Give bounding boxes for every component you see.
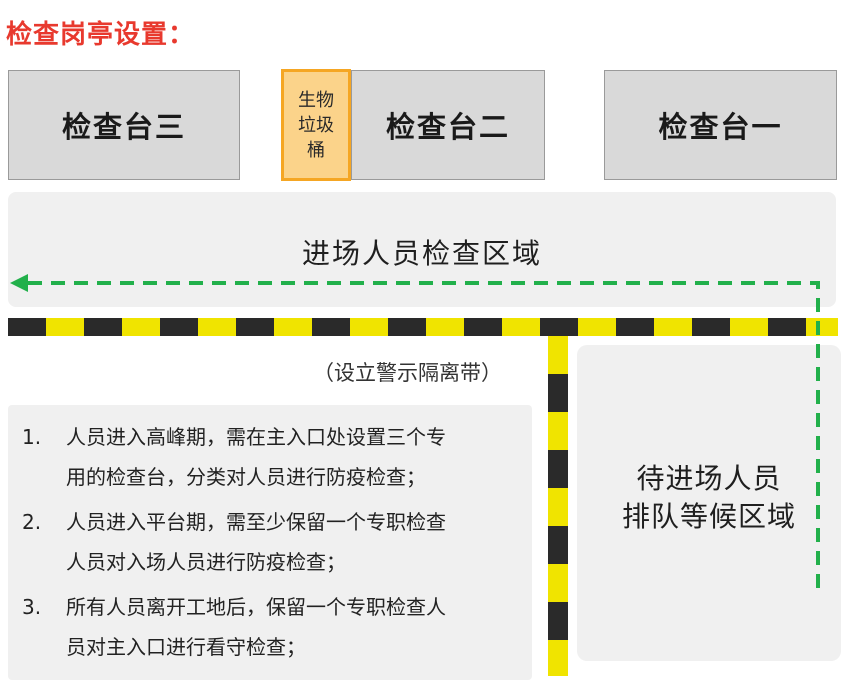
biohazard-bin-label-line3: 桶 — [307, 139, 325, 161]
biohazard-bin: 生物 垃圾 桶 — [281, 69, 351, 181]
note-number: 3. — [22, 595, 42, 619]
notes-panel: 1. 人员进入高峰期，需在主入口处设置三个专 用的检查台，分类对人员进行防疫检查… — [8, 405, 532, 680]
biohazard-bin-label-line2: 垃圾 — [298, 114, 334, 136]
inspection-desk-one-label: 检查台一 — [658, 110, 783, 144]
warning-tape-note: （设立警示隔离带） — [313, 361, 502, 385]
inspection-desk-three-label: 检查台三 — [61, 110, 186, 144]
entry-inspection-zone-label: 进场人员检查区域 — [301, 237, 542, 270]
waiting-zone-label-line2: 排队等候区域 — [621, 500, 796, 533]
flow-arrow-head-icon — [10, 274, 28, 292]
note-line: 人员对入场人员进行防疫检查； — [66, 550, 346, 574]
waiting-zone-label-line1: 待进场人员 — [636, 462, 782, 495]
waiting-queue-zone-label: 待进场人员 排队等候区域 — [577, 460, 841, 536]
inspection-desk-one: 检查台一 — [604, 70, 837, 180]
note-text: 人员进入高峰期，需在主入口处设置三个专 用的检查台，分类对人员进行防疫检查； — [66, 417, 522, 497]
note-line: 人员进入高峰期，需在主入口处设置三个专 — [66, 425, 446, 449]
note-number: 1. — [22, 425, 42, 449]
flow-arrow-path — [26, 281, 820, 588]
waiting-queue-zone: 待进场人员 排队等候区域 — [577, 345, 841, 661]
inspection-desk-three: 检查台三 — [8, 70, 240, 180]
entry-inspection-zone: 进场人员检查区域 — [8, 192, 836, 307]
note-text: 人员进入平台期，需至少保留一个专职检查 人员对入场人员进行防疫检查； — [66, 502, 522, 582]
note-line: 人员进入平台期，需至少保留一个专职检查 — [66, 510, 446, 534]
note-line: 用的检查台，分类对人员进行防疫检查； — [66, 465, 426, 489]
note-line: 员对主入口进行看守检查； — [66, 635, 306, 659]
note-line: 所有人员离开工地后，保留一个专职检查人 — [66, 595, 446, 619]
biohazard-bin-label-line1: 生物 — [298, 89, 334, 111]
note-text: 所有人员离开工地后，保留一个专职检查人 员对主入口进行看守检查； — [66, 587, 522, 667]
note-number: 2. — [22, 510, 42, 534]
inspection-desk-two: 检查台二 — [351, 70, 545, 180]
warning-tape-horizontal — [8, 318, 838, 336]
warning-tape-vertical — [548, 336, 568, 676]
page-title: 检查岗亭设置： — [6, 20, 196, 50]
inspection-desk-two-label: 检查台二 — [385, 110, 510, 144]
